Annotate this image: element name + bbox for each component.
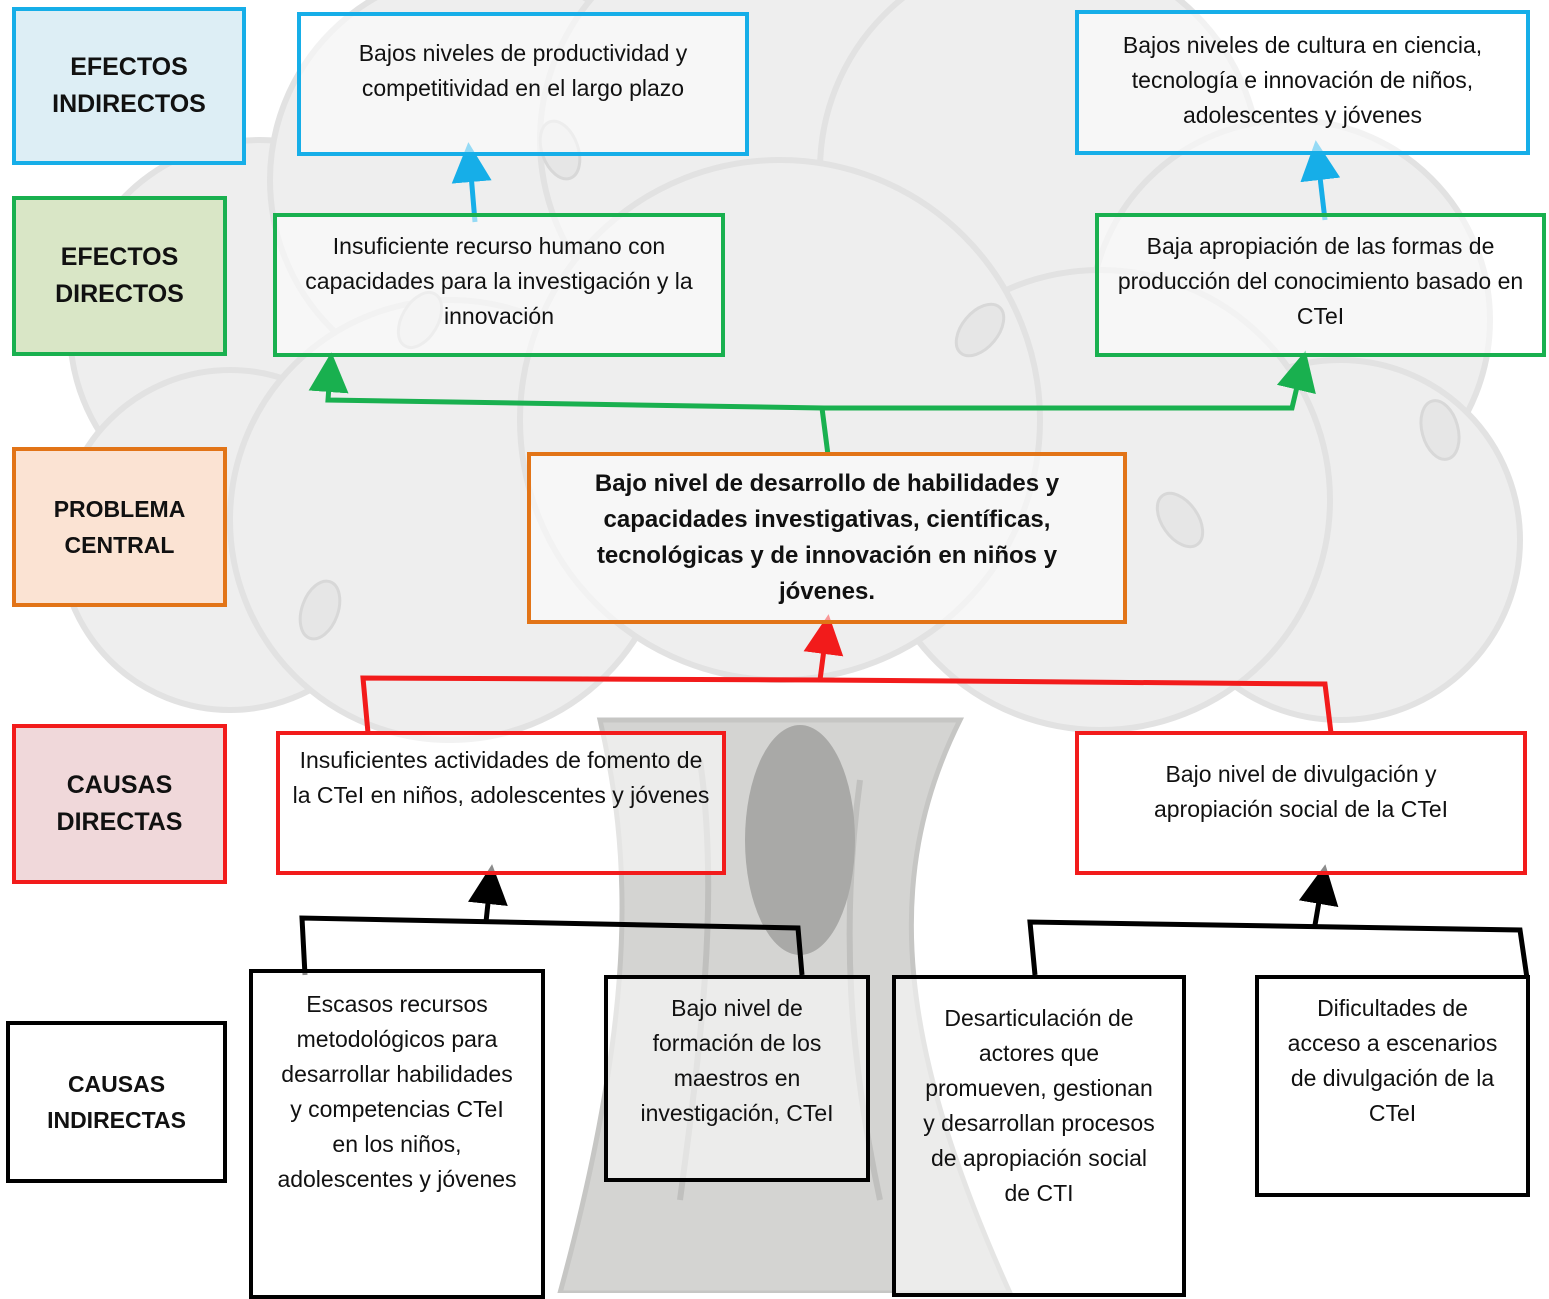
green-bracket <box>308 352 831 456</box>
label-efectos-directos: EFECTOS DIRECTOS <box>12 196 227 356</box>
problema-central-box: Bajo nivel de desarrollo de habilidades … <box>527 452 1127 624</box>
label-problema-central: PROBLEMA CENTRAL <box>12 447 227 607</box>
label-efectos-indirectos: EFECTOS INDIRECTOS <box>12 7 246 165</box>
black-bracket-right <box>1027 919 1530 979</box>
causa-indirecta-box: Desarticulación de actores que promueven… <box>892 975 1186 1297</box>
efecto-indirecto-box: Bajos niveles de cultura en ciencia, tec… <box>1075 10 1530 155</box>
arrow-efecto-directo-2 <box>1300 140 1341 221</box>
label-causas-indirectas: CAUSAS INDIRECTAS <box>6 1021 227 1183</box>
causa-indirecta-box: Bajo nivel de formación de los maestros … <box>604 975 870 1182</box>
causa-indirecta-box: Dificultades de acceso a escenarios de d… <box>1255 975 1530 1197</box>
arrow-causa-directa-2 <box>1298 864 1339 926</box>
efecto-directo-box: Insuficiente recurso humano con capacida… <box>273 213 725 357</box>
red-bracket-right <box>819 677 1334 734</box>
causa-indirecta-box: Escasos recursos metodológicos para desa… <box>249 969 545 1299</box>
arrow-efecto-directo-1 <box>451 142 492 223</box>
label-causas-directas: CAUSAS DIRECTAS <box>12 724 227 884</box>
efecto-indirecto-box: Bajos niveles de productividad y competi… <box>297 12 749 156</box>
efecto-directo-box: Baja apropiación de las formas de produc… <box>1095 213 1546 357</box>
arrow-causa-directa-1 <box>468 864 508 923</box>
causa-directa-box: Bajo nivel de divulgación y apropiación … <box>1075 731 1527 875</box>
red-bracket-left <box>360 614 844 734</box>
black-bracket-left <box>299 915 805 976</box>
green-bracket-right <box>822 350 1316 411</box>
causa-directa-box: Insuficientes actividades de fomento de … <box>276 731 726 875</box>
